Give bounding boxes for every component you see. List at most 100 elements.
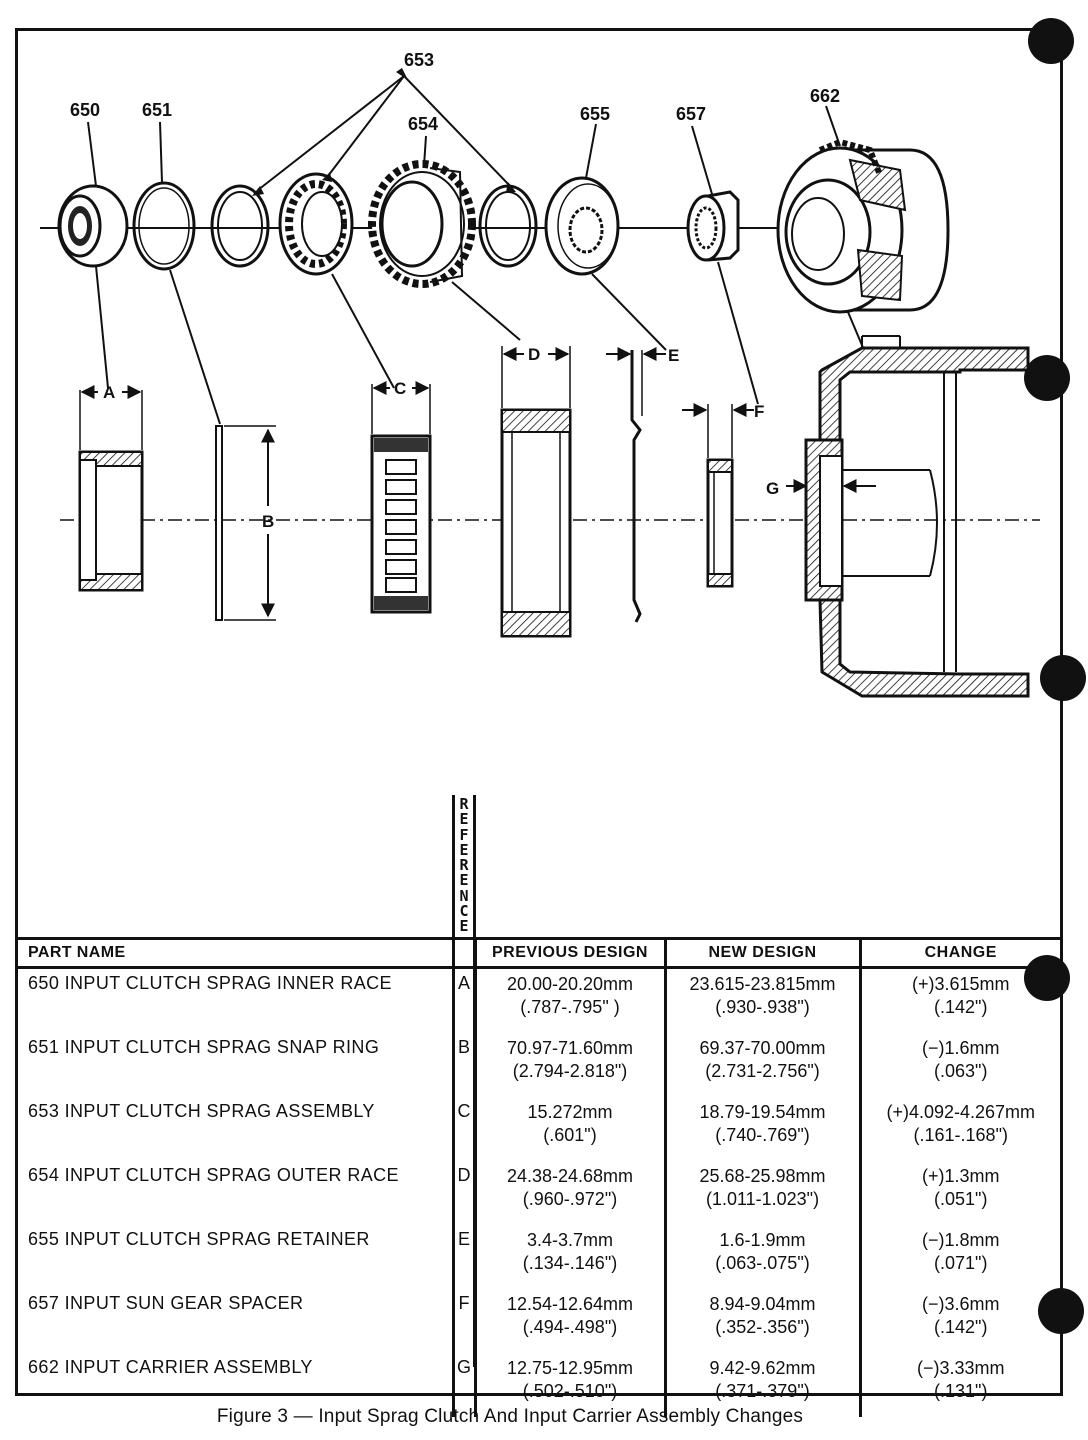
part-name-cell: 655 INPUT CLUTCH SPRAG RETAINER bbox=[28, 1229, 370, 1249]
previous-in: (2.794-2.818") bbox=[512, 1061, 628, 1081]
callout-leaders bbox=[87, 75, 865, 425]
previous-mm: 24.38-24.68mm bbox=[506, 1166, 634, 1186]
reference-heading-letter: R bbox=[459, 856, 469, 875]
previous-design-cell: 24.38-24.68mm(.960-.972") bbox=[473, 1161, 665, 1225]
part-name-cell: 657 INPUT SUN GEAR SPACER bbox=[28, 1293, 304, 1313]
callout-655: 655 bbox=[580, 104, 610, 124]
reference-heading-letter: F bbox=[459, 825, 469, 844]
new-design-cell: 8.94-9.04mm(.352-.356") bbox=[663, 1289, 860, 1353]
new-mm: 9.42-9.62mm bbox=[709, 1358, 816, 1378]
previous-design-cell: 3.4-3.7mm (.134-.146") bbox=[473, 1225, 665, 1289]
previous-mm: 12.75-12.95mm bbox=[506, 1358, 634, 1378]
reference-cell: E bbox=[451, 1225, 475, 1289]
previous-mm: 15.272mm bbox=[527, 1102, 613, 1122]
previous-in: (.502-.510") bbox=[522, 1381, 618, 1401]
section-b: B bbox=[215, 425, 276, 621]
callout-653: 653 bbox=[404, 50, 434, 70]
input-carrier-662 bbox=[776, 138, 950, 314]
part-name-cell: 654 INPUT CLUTCH SPRAG OUTER RACE bbox=[28, 1165, 399, 1185]
reference-cell: F bbox=[451, 1289, 475, 1353]
outer-race-654 bbox=[368, 160, 476, 288]
previous-in: (.787-.795" ) bbox=[520, 997, 620, 1017]
new-design-cell: 18.79-19.54mm(.740-.769") bbox=[663, 1097, 860, 1161]
change-mm: (−)1.8mm bbox=[921, 1230, 1000, 1250]
reference-cell: C bbox=[451, 1097, 475, 1161]
dim-label-c: C bbox=[394, 379, 406, 398]
dim-label-g: G bbox=[766, 479, 779, 498]
new-mm: 18.79-19.54mm bbox=[699, 1102, 826, 1122]
sun-gear-spacer-657 bbox=[686, 190, 740, 262]
change-in: (.161-.168") bbox=[913, 1125, 1008, 1145]
change-in: (.071") bbox=[934, 1253, 988, 1273]
part-name-cell: 662 INPUT CARRIER ASSEMBLY bbox=[28, 1357, 313, 1377]
section-a: A bbox=[78, 383, 144, 592]
section-c: C bbox=[370, 379, 432, 614]
new-mm: 1.6-1.9mm bbox=[719, 1230, 806, 1250]
change-in: (.142") bbox=[934, 997, 988, 1017]
header-ref bbox=[451, 937, 475, 969]
previous-design-cell: 20.00-20.20mm (.787-.795" ) bbox=[473, 967, 665, 1033]
callout-650: 650 bbox=[70, 100, 100, 120]
header-new-design: NEW DESIGN bbox=[663, 937, 860, 969]
reference-cell: B bbox=[451, 1033, 475, 1097]
new-design-cell: 25.68-25.98mm (1.011-1.023") bbox=[663, 1161, 860, 1225]
new-in: (2.731-2.756") bbox=[705, 1061, 820, 1081]
change-in: (.051") bbox=[934, 1189, 988, 1209]
change-in: (.142") bbox=[934, 1317, 988, 1337]
section-g: G bbox=[766, 335, 1030, 698]
previous-mm: 70.97-71.60mm bbox=[506, 1038, 634, 1058]
change-mm: (+)3.615mm bbox=[911, 974, 1010, 994]
reference-heading-letter: C bbox=[459, 902, 469, 921]
dim-label-d: D bbox=[528, 345, 540, 364]
callout-657: 657 bbox=[676, 104, 706, 124]
new-in: (.930-.938") bbox=[715, 997, 810, 1017]
binder-hole bbox=[1040, 655, 1086, 701]
previous-in: (.134-.146") bbox=[522, 1253, 618, 1273]
change-in: (.063") bbox=[934, 1061, 988, 1081]
spacer-ring-653b bbox=[478, 184, 538, 268]
change-cell: (−)3.33mm(.131") bbox=[858, 1353, 1060, 1417]
part-name-cell: 651 INPUT CLUTCH SPRAG SNAP RING bbox=[28, 1037, 380, 1057]
dim-label-f: F bbox=[754, 402, 764, 421]
previous-design-cell: 15.272mm(.601") bbox=[473, 1097, 665, 1161]
callout-662: 662 bbox=[810, 86, 840, 106]
previous-mm: 3.4-3.7mm bbox=[526, 1230, 614, 1250]
new-mm: 23.615-23.815mm bbox=[689, 974, 836, 994]
previous-design-cell: 70.97-71.60mm (2.794-2.818") bbox=[473, 1033, 665, 1097]
sprag-assembly-653 bbox=[278, 172, 354, 276]
new-mm: 69.37-70.00mm bbox=[699, 1038, 826, 1058]
part-name-cell: 650 INPUT CLUTCH SPRAG INNER RACE bbox=[28, 973, 392, 993]
snap-ring-651 bbox=[132, 181, 196, 271]
previous-mm: 20.00-20.20mm bbox=[506, 974, 634, 994]
reference-cell: A bbox=[451, 967, 475, 1033]
reference-heading-letter: E bbox=[459, 871, 469, 890]
change-cell: (+)3.615mm (.142") bbox=[858, 967, 1060, 1033]
header-previous-design: PREVIOUS DESIGN bbox=[473, 937, 665, 969]
header-part-name: PART NAME bbox=[18, 937, 453, 969]
new-design-cell: 9.42-9.62mm (.371-.379") bbox=[663, 1353, 860, 1417]
table-row: 662 INPUT CARRIER ASSEMBLY G 12.75-12.95mm… bbox=[18, 1353, 1060, 1417]
new-mm: 25.68-25.98mm bbox=[699, 1166, 826, 1186]
previous-in: (.494-.498") bbox=[522, 1317, 618, 1337]
reference-heading-letter: E bbox=[459, 810, 469, 829]
new-design-cell: 23.615-23.815mm (.930-.938") bbox=[663, 967, 860, 1033]
header-change: CHANGE bbox=[858, 937, 1060, 969]
change-mm: (+)4.092-4.267mm bbox=[886, 1102, 1036, 1122]
new-in: (1.011-1.023") bbox=[705, 1189, 820, 1209]
section-d: D bbox=[500, 345, 572, 638]
change-mm: (−)3.6mm bbox=[921, 1294, 1000, 1314]
changes-table: PART NAME PREVIOUS DESIGN NEW DESIGN CHA… bbox=[18, 937, 1060, 1417]
change-cell: (−)1.6mm(.063") bbox=[858, 1033, 1060, 1097]
part-name-cell: 653 INPUT CLUTCH SPRAG ASSEMBLY bbox=[28, 1101, 375, 1121]
callout-654: 654 bbox=[408, 114, 438, 134]
dim-label-a: A bbox=[103, 383, 115, 402]
binder-hole bbox=[1024, 355, 1070, 401]
new-in: (.371-.379") bbox=[715, 1381, 810, 1401]
change-cell: (+)1.3mm(.051") bbox=[858, 1161, 1060, 1225]
reference-cell: G bbox=[451, 1353, 475, 1417]
new-mm: 8.94-9.04mm bbox=[709, 1294, 816, 1314]
